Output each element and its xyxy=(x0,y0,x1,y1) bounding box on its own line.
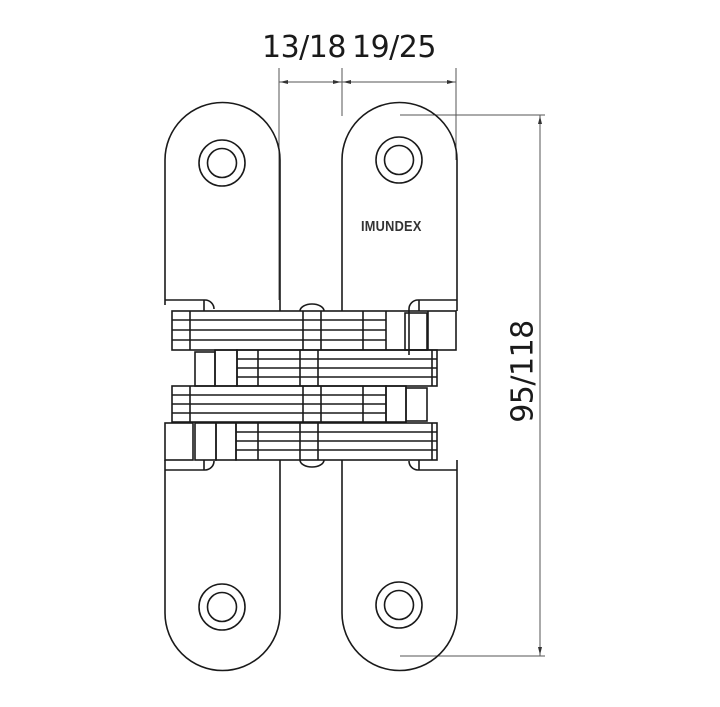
height-dimension-lines xyxy=(400,114,545,657)
top-dimension-arrows xyxy=(280,80,455,84)
mechanism-row-3 xyxy=(171,385,428,423)
brand-label: IMUNDEX xyxy=(361,218,422,235)
right-bottom-leaf xyxy=(341,460,458,672)
dimension-width-left-label: 13/18 xyxy=(262,30,346,65)
mechanism-row-4 xyxy=(164,422,438,468)
dimension-height-label: 95/118 xyxy=(505,320,541,423)
left-bottom-leaf xyxy=(164,460,281,672)
right-top-leaf xyxy=(341,101,458,355)
dimension-width-right-label: 19/25 xyxy=(352,30,436,65)
mechanism-row-1 xyxy=(171,303,457,351)
height-dimension-arrows xyxy=(538,116,542,655)
mechanism-row-2 xyxy=(194,349,438,387)
top-dimension-lines xyxy=(278,68,457,300)
left-top-leaf xyxy=(164,101,281,311)
